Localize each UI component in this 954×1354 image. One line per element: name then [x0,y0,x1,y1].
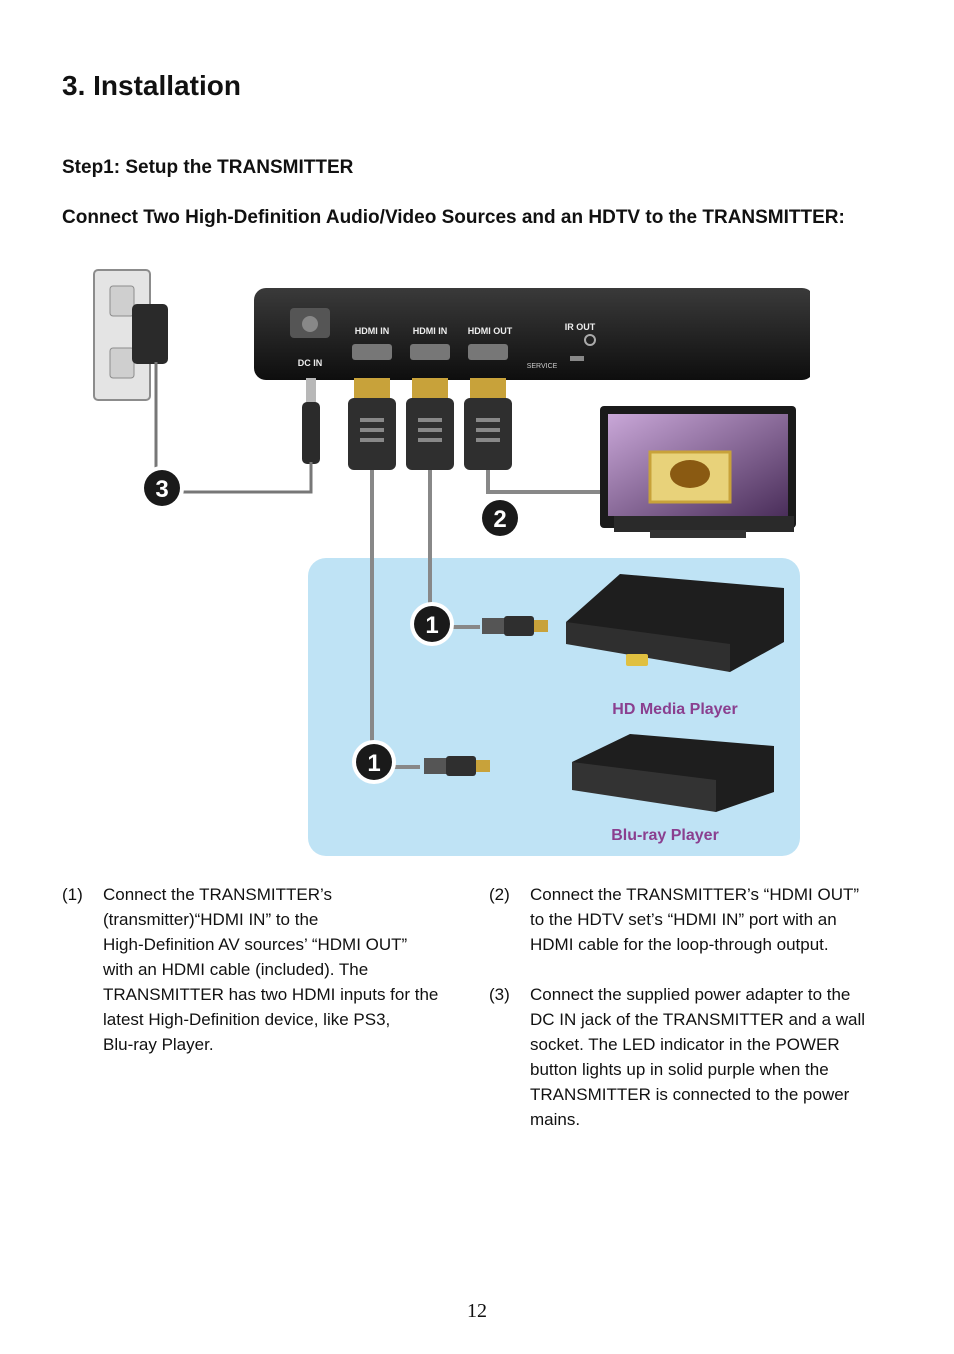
instruction-text: Connect the supplied power adapter to th… [530,985,866,1129]
wall-socket-icon [93,269,168,401]
instruction-number: (3) [489,985,510,1004]
callout-2 [478,496,522,540]
instruction-text: Connect the TRANSMITTER’s “HDMI OUT” to … [530,885,860,954]
hdtv-icon [600,406,796,538]
hd-media-player-label: HD Media Player [612,701,737,718]
bluray-player-label: Blu-ray Player [611,827,719,844]
port-label-ir-out: IR OUT [565,322,596,332]
hd-media-player-icon [482,574,784,672]
power-cable [154,362,320,494]
instruction-item: (2) Connect the TRANSMITTER’s “HDMI OUT”… [489,882,909,957]
installation-diagram: DC IN HDMI IN HDMI IN HDMI OUT IR OUT SE… [90,262,814,862]
instruction-list-right: (2) Connect the TRANSMITTER’s “HDMI OUT”… [489,882,909,1132]
instruction-item: (1) Connect the TRANSMITTER’s (transmitt… [62,882,472,1057]
bluray-player-icon [424,734,774,812]
port-label-hdmi-out: HDMI OUT [468,326,513,336]
figure-subtitle: Connect Two High-Definition Audio/Video … [62,207,845,228]
callout-2-label: 2 [493,506,506,533]
transmitter-device [254,288,814,380]
callout-1-media [410,602,454,646]
page-number: 12 [467,1300,487,1322]
hdmi-cable-2 [406,378,480,629]
step-title: Step1: Setup the TRANSMITTER [62,157,354,178]
hdmi-cable-out [464,378,602,494]
callout-3-label: 3 [155,476,168,503]
port-label-hdmi-in-2: HDMI IN [413,326,448,336]
instruction-text: Connect the TRANSMITTER’s (transmitter)“… [103,885,439,1054]
port-label-service: SERVICE [527,363,558,370]
instruction-number: (1) [62,885,83,904]
instruction-number: (2) [489,885,510,904]
callout-3 [140,466,184,510]
port-label-dc-in: DC IN [298,358,323,368]
callout-1-media-label: 1 [425,612,438,639]
callout-1-bluray-label: 1 [367,750,380,777]
instruction-list-left: (1) Connect the TRANSMITTER’s (transmitt… [62,882,472,1057]
instruction-item: (3) Connect the supplied power adapter t… [489,982,909,1132]
section-heading: 3. Installation [62,70,241,101]
callout-1-bluray [352,740,396,784]
port-label-hdmi-in-1: HDMI IN [355,326,390,336]
